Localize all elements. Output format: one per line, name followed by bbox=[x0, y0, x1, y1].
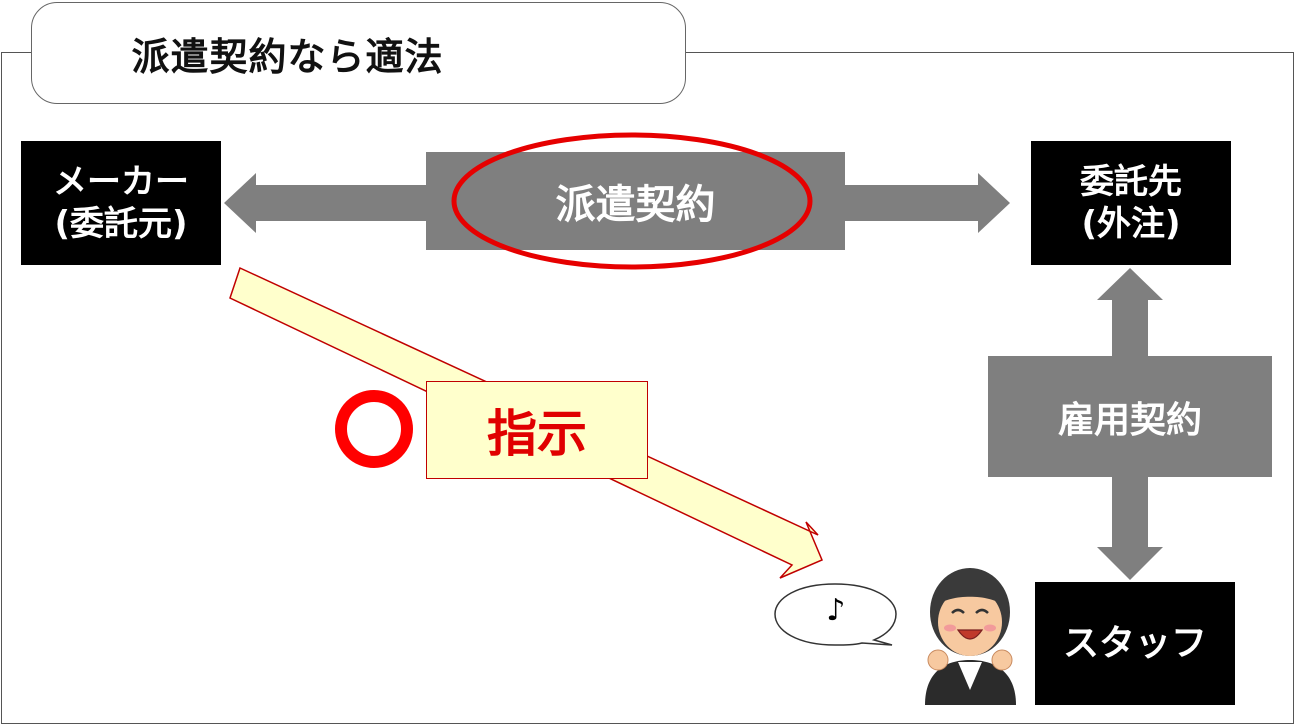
speech-bubble-shape bbox=[774, 583, 897, 646]
maker-name: メーカー bbox=[53, 161, 189, 202]
staff-name: スタッフ bbox=[1062, 623, 1207, 664]
instruction-label: 指示 bbox=[426, 381, 648, 479]
vendor-node: 委託先 (外注) bbox=[1031, 141, 1231, 265]
music-note-icon: ♪ bbox=[826, 592, 846, 628]
employment-contract-label: 雇用契約 bbox=[988, 356, 1272, 477]
vendor-name: 委託先 bbox=[1080, 161, 1182, 202]
maker-role: (委託元) bbox=[54, 204, 188, 244]
maker-node: メーカー (委託元) bbox=[21, 141, 221, 265]
happy-staff-woman-icon bbox=[925, 568, 1016, 705]
staff-node: スタッフ bbox=[1035, 582, 1235, 705]
vendor-role: (外注) bbox=[1081, 204, 1181, 244]
maru-ok-icon bbox=[335, 390, 413, 468]
dispatch-contract-label: 派遣契約 bbox=[426, 152, 845, 250]
title-tab: 派遣契約なら適法 bbox=[31, 2, 686, 104]
page-title: 派遣契約なら適法 bbox=[131, 34, 444, 79]
